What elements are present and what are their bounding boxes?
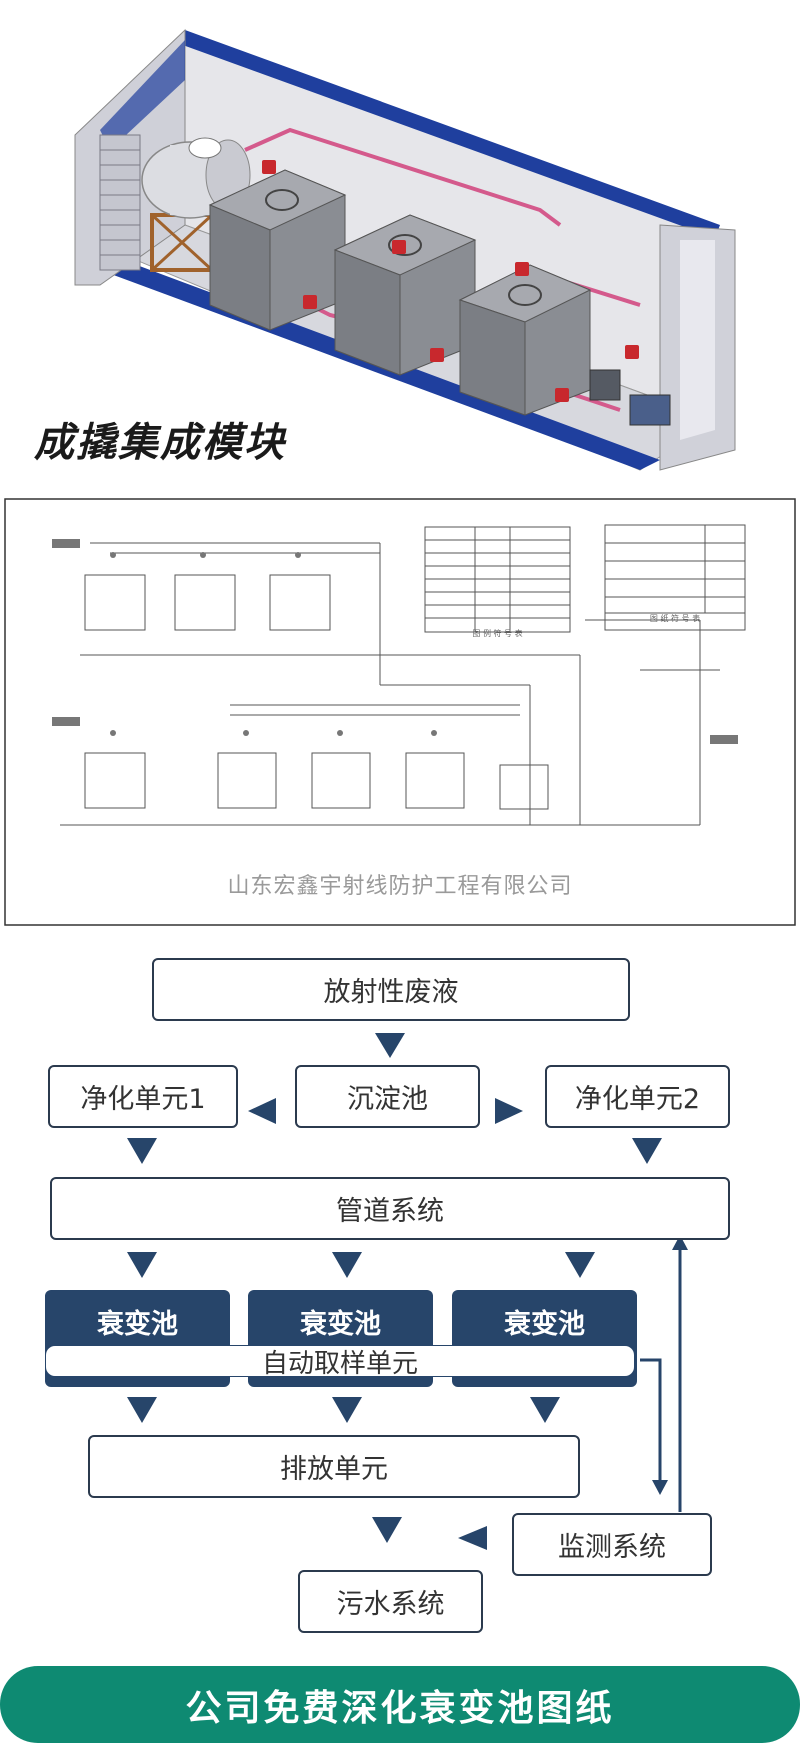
discharge-unit-box: 排放单元 bbox=[88, 1435, 580, 1498]
pump bbox=[629, 394, 671, 426]
schematic-drawing bbox=[0, 495, 800, 930]
arrow-down-icon bbox=[372, 1517, 402, 1543]
arrow-left-icon bbox=[248, 1098, 276, 1124]
arrow-left-icon bbox=[458, 1526, 487, 1550]
sedimentation-tank-box: 沉淀池 bbox=[295, 1065, 480, 1128]
company-name: 山东宏鑫宇射线防护工程有限公司 bbox=[227, 874, 573, 899]
arrow-down-icon bbox=[530, 1397, 560, 1423]
arrow-down-icon bbox=[127, 1252, 157, 1278]
arrow-up-icon bbox=[672, 1235, 688, 1250]
schematic-svg bbox=[4, 498, 796, 926]
arrow-down-icon bbox=[127, 1138, 157, 1164]
arrow-down-icon bbox=[332, 1252, 362, 1278]
footer-banner: 公司免费深化衰变池图纸 bbox=[0, 1666, 800, 1743]
pipeline-system-box: 管道系统 bbox=[50, 1177, 730, 1240]
legend-table-title: 图 例 符 号 表 bbox=[472, 629, 523, 638]
purification-unit-1-box: 净化单元1 bbox=[48, 1065, 238, 1128]
arrow-down-icon bbox=[565, 1252, 595, 1278]
sewage-system-box: 污水系统 bbox=[298, 1570, 483, 1633]
sheet-table-title: 图 纸 符 号 表 bbox=[649, 614, 701, 623]
top-rail bbox=[180, 30, 720, 238]
container-3d-drawing bbox=[74, 28, 736, 471]
arrow-down-icon bbox=[375, 1033, 405, 1058]
auto-sampling-bar: 自动取样单元 bbox=[45, 1345, 635, 1379]
arrow-down-icon bbox=[632, 1138, 662, 1164]
illustration-title: 成撬集成模块 bbox=[34, 420, 286, 466]
purification-unit-2-box: 净化单元2 bbox=[545, 1065, 730, 1128]
arrow-down-icon bbox=[127, 1397, 157, 1423]
arrow-right-icon bbox=[495, 1098, 523, 1124]
waste-liquid-box: 放射性废液 bbox=[152, 958, 630, 1021]
container-illustration bbox=[0, 0, 800, 490]
monitoring-system-box: 监测系统 bbox=[512, 1513, 712, 1576]
flow-arrows bbox=[127, 1033, 688, 1550]
valves bbox=[262, 160, 639, 402]
arrow-down-icon bbox=[332, 1397, 362, 1423]
arrow-down-icon bbox=[652, 1480, 668, 1495]
